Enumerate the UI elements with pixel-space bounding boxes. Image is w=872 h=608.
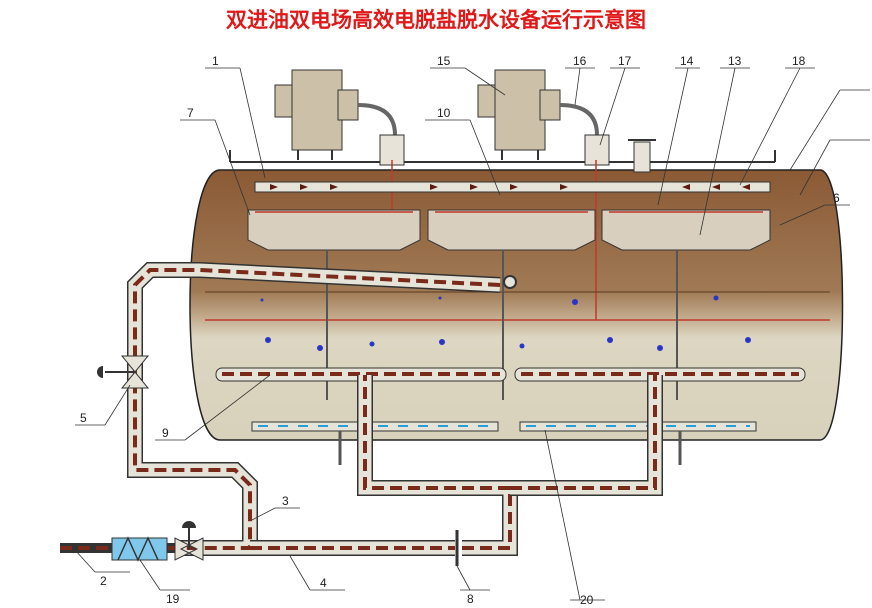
electrode-tray-3: [601, 209, 771, 251]
callout-9: 9: [162, 426, 169, 440]
callout-13: 13: [728, 54, 742, 68]
electrode-tray-2: [427, 209, 596, 251]
transformer-left: [274, 69, 359, 160]
callout-14: 14: [680, 54, 694, 68]
water-droplets: [260, 295, 751, 351]
callout-5: 5: [80, 411, 87, 425]
callout-10: 10: [437, 106, 451, 120]
callout-18: 18: [792, 54, 806, 68]
callout-4: 4: [320, 576, 327, 590]
callout-15: 15: [437, 54, 451, 68]
diagram-title: 双进油双电场高效电脱盐脱水设备运行示意图: [226, 8, 646, 32]
callout-6: 6: [833, 191, 840, 205]
inlet-junction: [503, 275, 517, 289]
transformer-right: [477, 69, 561, 160]
callout-7: 7: [187, 106, 194, 120]
water-collector-left: [251, 421, 499, 432]
callout-8: 8: [467, 592, 474, 606]
callout-2: 2: [100, 574, 107, 588]
callout-1: 1: [212, 54, 219, 68]
callout-19: 19: [166, 592, 180, 606]
electrode-tray-1: [247, 209, 421, 251]
callout-17: 17: [618, 54, 632, 68]
inlet-piping: [60, 262, 663, 556]
inlet-valve: [174, 537, 204, 561]
hv-lead-left: [357, 103, 397, 136]
hv-lead-right: [559, 103, 599, 136]
safety-valve: [633, 141, 651, 173]
callout-20: 20: [580, 593, 594, 607]
bushing-right: [584, 134, 610, 166]
callout-3: 3: [282, 494, 289, 508]
water-collector-right: [519, 421, 757, 432]
callout-16: 16: [573, 54, 587, 68]
